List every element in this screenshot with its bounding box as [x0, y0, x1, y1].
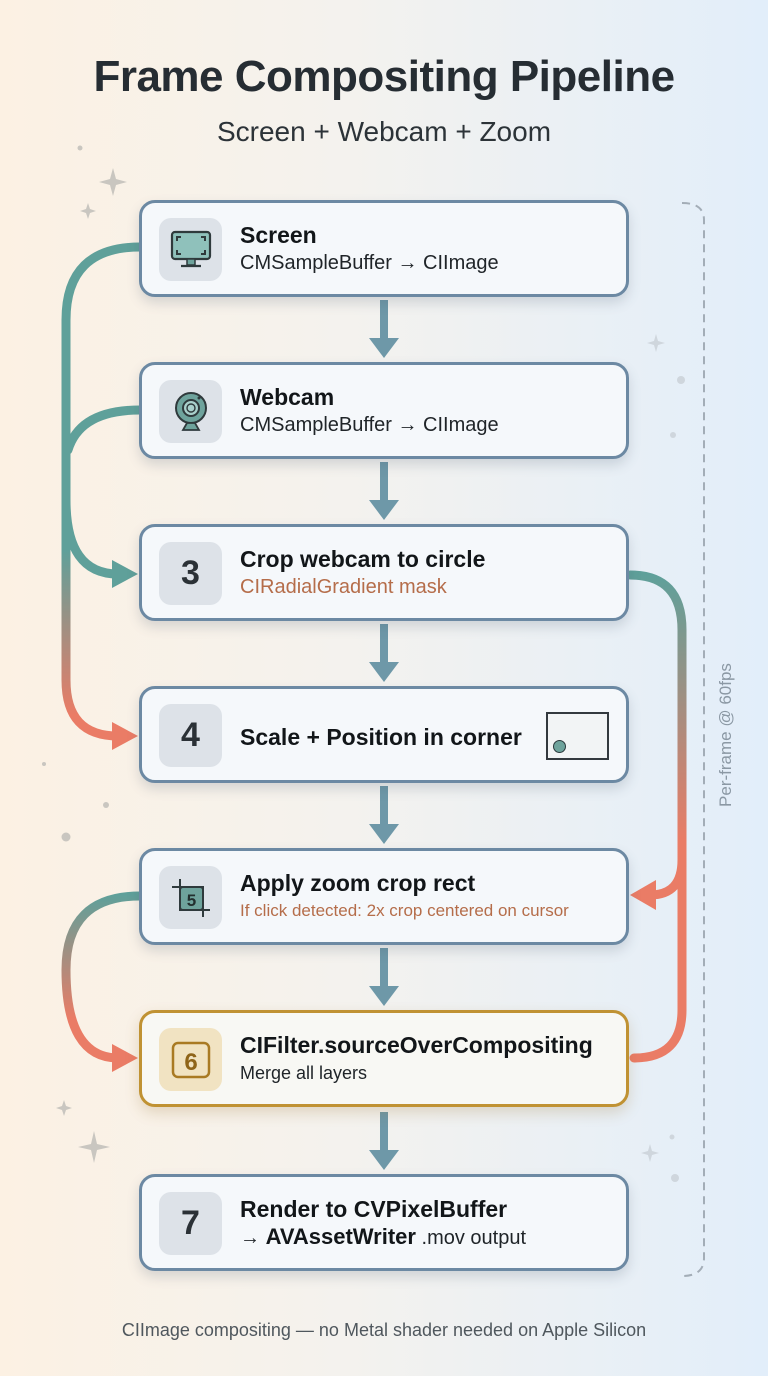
- step-number-badge: 4: [159, 704, 222, 767]
- sparkle-icon: [99, 168, 127, 196]
- step-card-render[interactable]: 7 Render to CVPixelBuffer → AVAssetWrite…: [139, 1174, 629, 1271]
- bracket: [681, 202, 705, 1277]
- left-bus-connector: [61, 242, 145, 741]
- output-format: .mov output: [415, 1227, 527, 1249]
- dot-decoration: [103, 802, 109, 808]
- step-title: Screen: [240, 222, 317, 248]
- writer-class: AVAssetWriter: [265, 1224, 416, 1249]
- page-subtitle: Screen + Webcam + Zoom: [216, 116, 552, 147]
- dot-decoration: [42, 762, 46, 766]
- step-subtitle: → AVAssetWriter .mov output: [240, 1223, 616, 1252]
- sparkle-icon: [56, 1100, 72, 1116]
- crop-icon: 5: [171, 878, 210, 917]
- sparkle-icon: [647, 334, 665, 352]
- step-subtitle: If click detected: 2x crop centered on c…: [240, 901, 569, 920]
- webcam-bubble-dot: [553, 740, 566, 753]
- arrow-glyph: →: [240, 1227, 260, 1249]
- step-title: Apply zoom crop rect: [240, 870, 476, 896]
- arrowhead-step6: [112, 1044, 138, 1072]
- sparkle-icon: [80, 203, 96, 219]
- arrowhead-step3: [112, 560, 138, 588]
- step-number: 6: [184, 1049, 197, 1076]
- right-loop-connector: [625, 570, 687, 1063]
- page-title: Frame Compositing Pipeline: [93, 52, 675, 101]
- sparkle-icon: [641, 1144, 659, 1162]
- monitor-icon: [170, 230, 211, 267]
- step-title: Crop webcam to circle: [240, 546, 486, 572]
- step-badge: 6: [159, 1028, 222, 1091]
- step-title: Webcam: [240, 384, 335, 410]
- webcam-icon: [174, 391, 207, 431]
- step-badge: 5: [159, 866, 222, 929]
- step-badge: [159, 380, 222, 443]
- dot-decoration: [669, 1134, 675, 1140]
- dot-decoration: [77, 145, 83, 151]
- dot-decoration: [61, 832, 71, 842]
- step-card-source-over-compositing[interactable]: 6 CIFilter.sourceOverCompositing Merge a…: [139, 1010, 629, 1107]
- step-number-badge: 3: [159, 542, 222, 605]
- step-subtitle: CMSampleBuffer → CIImage: [240, 252, 499, 274]
- step-card-zoom-crop[interactable]: 5 Apply zoom crop rect If click detected…: [139, 848, 629, 945]
- step-number: 5: [186, 891, 195, 910]
- step-title: Scale + Position in corner: [240, 724, 522, 750]
- arrowhead-step4: [112, 722, 138, 750]
- zoom-to-composite-connector: [61, 891, 145, 1063]
- step-title: Render to CVPixelBuffer: [240, 1196, 508, 1222]
- number-six-icon: 6: [171, 1041, 210, 1078]
- dot-decoration: [677, 376, 685, 384]
- step-title: CIFilter.sourceOverCompositing: [240, 1032, 593, 1058]
- step-card-webcam[interactable]: Webcam CMSampleBuffer → CIImage: [139, 362, 629, 459]
- bracket-label: Per-frame @ 60fps: [716, 663, 735, 807]
- flow-arrows: [369, 300, 399, 1170]
- arrowhead-step5: [630, 880, 656, 910]
- step-subtitle: CIRadialGradient mask: [240, 576, 447, 598]
- step-badge: [159, 218, 222, 281]
- corner-frame-icon: [546, 712, 609, 760]
- step-subtitle: CMSampleBuffer → CIImage: [240, 414, 499, 436]
- sparkle-icon: [78, 1131, 110, 1163]
- footer-note: CIImage compositing — no Metal shader ne…: [121, 1320, 647, 1340]
- step-card-scale-position[interactable]: 4 Scale + Position in corner: [139, 686, 629, 783]
- dot-decoration: [670, 432, 676, 438]
- step-number-badge: 7: [159, 1192, 222, 1255]
- step-card-crop-circle[interactable]: 3 Crop webcam to circle CIRadialGradient…: [139, 524, 629, 621]
- dot-decoration: [671, 1174, 679, 1182]
- decorations: [42, 145, 685, 1182]
- step-subtitle: Merge all layers: [240, 1063, 368, 1083]
- step-card-screen[interactable]: Screen CMSampleBuffer → CIImage: [139, 200, 629, 297]
